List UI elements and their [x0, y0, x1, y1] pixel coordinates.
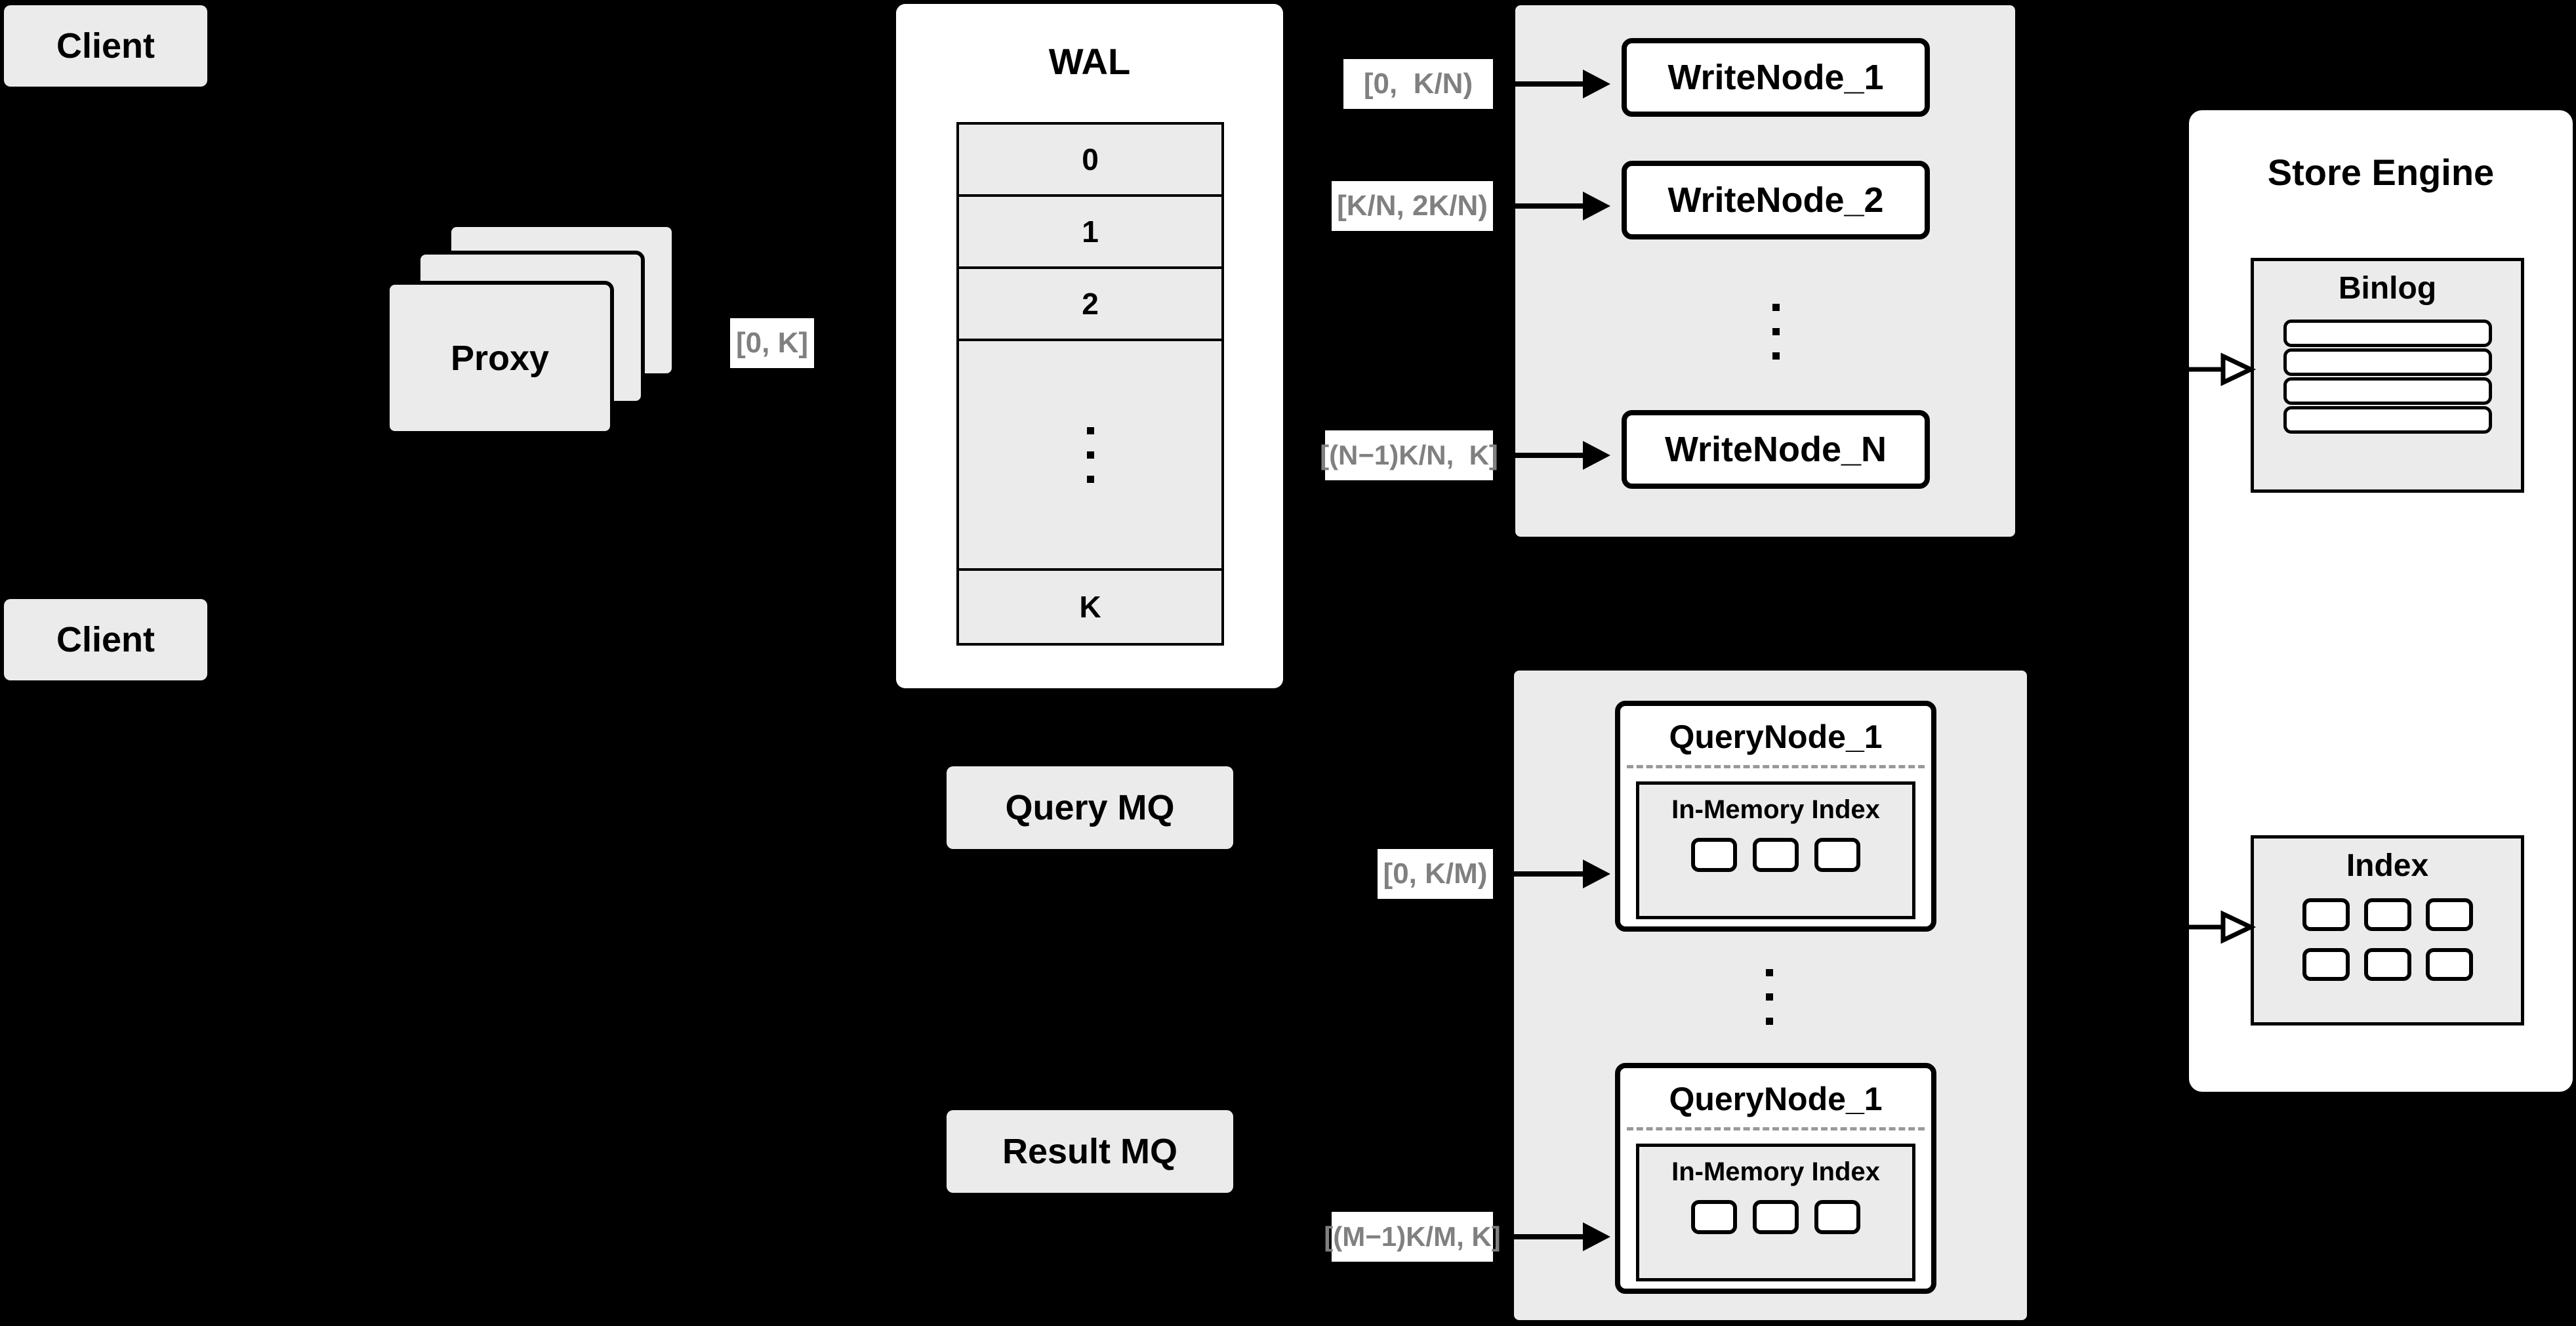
index-cell[interactable] — [1753, 1200, 1799, 1234]
store-index-cell[interactable] — [2302, 948, 2350, 981]
write-node-1[interactable]: WriteNode_1 — [1622, 38, 1930, 117]
arrow-to-query-node-m — [1498, 1222, 1610, 1251]
binlog-row[interactable] — [2283, 406, 2492, 434]
wal-row-0[interactable]: 0 — [959, 125, 1221, 197]
write-cluster-ellipsis — [1753, 276, 1799, 387]
query-node-1-index-cells — [1639, 838, 1912, 872]
index-title: Index — [2346, 848, 2429, 883]
query-node-m[interactable]: QueryNode_1 In-Memory Index — [1615, 1063, 1936, 1294]
write-node-n[interactable]: WriteNode_N — [1622, 410, 1930, 489]
binlog-row[interactable] — [2283, 377, 2492, 405]
binlog-row[interactable] — [2283, 320, 2492, 347]
query-node-1-index-title: In-Memory Index — [1671, 795, 1880, 824]
query-cluster-ellipsis — [1746, 940, 1792, 1054]
index-cell[interactable] — [1691, 838, 1737, 872]
query-node-m-divider — [1627, 1127, 1925, 1130]
query-node-m-index-cells — [1639, 1200, 1912, 1234]
wal-panel: WAL 0 1 2 K — [896, 4, 1283, 688]
result-mq-box[interactable]: Result MQ — [947, 1110, 1233, 1193]
binlog-title: Binlog — [2338, 271, 2437, 306]
index-cell-row-1 — [2254, 898, 2521, 931]
index-cell[interactable] — [1753, 838, 1799, 872]
store-index-cell[interactable] — [2425, 948, 2473, 981]
index-cell[interactable] — [1691, 1200, 1737, 1234]
wal-row-2[interactable]: 2 — [959, 269, 1221, 341]
store-engine-title: Store Engine — [2267, 152, 2495, 193]
query-node-m-in-memory-index: In-Memory Index — [1636, 1144, 1915, 1281]
query-mq-box[interactable]: Query MQ — [947, 766, 1233, 849]
store-index-cell[interactable] — [2363, 898, 2411, 931]
wal-table: 0 1 2 K — [956, 122, 1224, 646]
wal-title: WAL — [1048, 41, 1131, 82]
query-node-m-title: QueryNode_1 — [1669, 1081, 1883, 1117]
query-node-1-in-memory-index: In-Memory Index — [1636, 781, 1915, 919]
binlog-box: Binlog — [2251, 258, 2524, 493]
client-label-2: Client — [56, 620, 155, 659]
proxy-box[interactable]: Proxy — [386, 281, 614, 435]
index-cell[interactable] — [1814, 838, 1860, 872]
wal-row-ellipsis — [959, 341, 1221, 571]
query-node-m-index-title: In-Memory Index — [1671, 1157, 1880, 1186]
range-label-write-node-2: [K/N, 2K/N) — [1332, 181, 1493, 231]
arrow-to-write-node-2 — [1498, 192, 1610, 220]
arrow-to-write-node-1 — [1498, 70, 1610, 98]
arrow-to-binlog-icon — [2189, 352, 2257, 386]
arrow-to-write-node-n — [1498, 441, 1610, 470]
store-index-cell[interactable] — [2425, 898, 2473, 931]
index-cell[interactable] — [1814, 1200, 1860, 1234]
query-mq-label: Query MQ — [1005, 788, 1175, 827]
query-node-1[interactable]: QueryNode_1 In-Memory Index — [1615, 701, 1936, 932]
range-label-query-node-m: [(M−1)K/M, K] — [1324, 1212, 1501, 1262]
range-label-write-node-n: [(N−1)K/N, K] — [1320, 430, 1498, 480]
write-node-2[interactable]: WriteNode_2 — [1622, 161, 1930, 239]
store-index-cell[interactable] — [2363, 948, 2411, 981]
store-index-cell[interactable] — [2302, 898, 2350, 931]
query-node-1-title: QueryNode_1 — [1669, 718, 1883, 755]
client-box-2[interactable]: Client — [4, 599, 207, 680]
binlog-rows — [2254, 320, 2521, 434]
arrow-to-index-icon — [2189, 910, 2257, 944]
range-label-write-node-1: [0, K/N) — [1343, 59, 1493, 109]
client-box-1[interactable]: Client — [4, 5, 207, 87]
proxy-label: Proxy — [450, 338, 550, 378]
arrow-to-query-node-1 — [1498, 860, 1610, 888]
store-engine-panel: Store Engine Binlog Index — [2189, 110, 2573, 1092]
index-box: Index — [2251, 835, 2524, 1026]
index-cell-row-2 — [2254, 948, 2521, 981]
binlog-row[interactable] — [2283, 348, 2492, 376]
range-label-query-node-1: [0, K/M) — [1378, 849, 1493, 899]
client-label-1: Client — [56, 26, 155, 66]
range-label-proxy-to-wal: [0, K] — [730, 318, 814, 368]
wal-row-1[interactable]: 1 — [959, 197, 1221, 269]
result-mq-label: Result MQ — [1002, 1132, 1178, 1171]
query-node-1-divider — [1627, 765, 1925, 768]
wal-row-k[interactable]: K — [959, 571, 1221, 643]
